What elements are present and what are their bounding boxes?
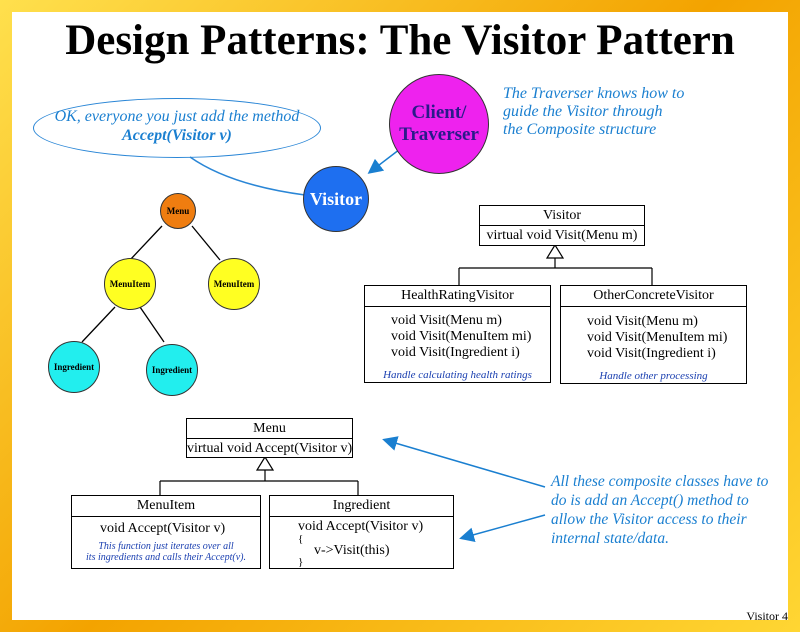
class-name: Menu [187, 419, 352, 439]
ellipse-connector [189, 156, 306, 196]
health-rating-visitor-box: HealthRatingVisitor void Visit(Menu m) v… [364, 285, 551, 383]
class-method: void Accept(Visitor v) [100, 521, 226, 536]
class-method: void Visit(Ingredient i) [587, 346, 716, 361]
traverser-note-line: the Composite structure [503, 121, 657, 138]
traverser-note-line: The Traverser knows how to [503, 85, 685, 102]
class-name: HealthRatingVisitor [365, 286, 550, 307]
code-line: { [298, 533, 304, 545]
class-note: Handle other processing [599, 370, 708, 382]
note-arrow-to-menu [382, 436, 546, 488]
visitor-inheritance-triangle [545, 243, 565, 259]
note-line: its ingredients and calls their Accept(v… [86, 552, 246, 563]
callout-method: Accept(Visitor v) [122, 127, 232, 144]
callout-line: OK, everyone you just add the method [54, 108, 300, 125]
class-note: Handle calculating health ratings [383, 369, 532, 381]
class-note: This function just iterates over all its… [72, 541, 260, 563]
tree-node-ingredient: Ingredient [48, 341, 100, 393]
visitor-circle: Visitor [303, 166, 369, 232]
tree-edge [81, 306, 116, 343]
class-name: MenuItem [72, 496, 260, 517]
slide-title: Design Patterns: The Visitor Pattern [65, 17, 735, 64]
tree-node-ingredient: Ingredient [146, 344, 198, 396]
composite-note-line: All these composite classes have to [551, 473, 769, 490]
class-method: virtual void Visit(Menu m) [486, 228, 638, 243]
menu-inheritance-triangle [255, 455, 275, 471]
composite-note-line: do is add an Accept() method to [551, 492, 749, 509]
composite-note-line: allow the Visitor access to their [551, 511, 747, 528]
ingredient-class-box: Ingredient void Accept(Visitor v) { v->V… [269, 495, 454, 569]
class-method: void Visit(MenuItem mi) [587, 330, 728, 345]
class-name: Ingredient [270, 496, 453, 517]
tree-node-menu: Menu [160, 193, 196, 229]
class-name: OtherConcreteVisitor [561, 286, 746, 307]
visitor-class-box: Visitor virtual void Visit(Menu m) [479, 205, 645, 246]
menu-class-box: Menu virtual void Accept(Visitor v) [186, 418, 353, 458]
composite-note-line: internal state/data. [551, 530, 669, 547]
composite-note: All these composite classes have to do i… [551, 472, 768, 548]
code-line: } [298, 556, 304, 568]
other-concrete-visitor-box: OtherConcreteVisitor void Visit(Menu m) … [560, 285, 747, 384]
slide-footer: Visitor 4 [746, 609, 788, 623]
class-method: void Visit(Ingredient i) [391, 345, 520, 360]
tree-node-menuitem: MenuItem [208, 258, 260, 310]
client-traverser-circle: Client/ Traverser [389, 74, 489, 174]
tree-edge [139, 306, 165, 343]
class-method: void Visit(MenuItem mi) [391, 329, 532, 344]
code-line: void Accept(Visitor v) [298, 519, 424, 534]
note-arrow-to-ingredient [459, 514, 546, 543]
class-method: void Visit(Menu m) [587, 314, 698, 329]
client-label: Client/ [411, 102, 467, 123]
accept-method-callout: OK, everyone you just add the method Acc… [33, 98, 321, 158]
note-line: This function just iterates over all [98, 541, 234, 552]
tree-edge [129, 225, 163, 261]
menuitem-class-box: MenuItem void Accept(Visitor v) This fun… [71, 495, 261, 569]
class-method: void Visit(Menu m) [391, 313, 502, 328]
traverser-label: Traverser [399, 124, 479, 145]
class-name: Visitor [480, 206, 644, 226]
tree-node-menuitem: MenuItem [104, 258, 156, 310]
traverser-note-line: guide the Visitor through [503, 103, 663, 120]
tree-edge [191, 225, 221, 261]
traverser-note: The Traverser knows how to guide the Vis… [503, 85, 684, 139]
code-line: v->Visit(this) [314, 543, 390, 558]
class-method: virtual void Accept(Visitor v) [187, 441, 353, 456]
